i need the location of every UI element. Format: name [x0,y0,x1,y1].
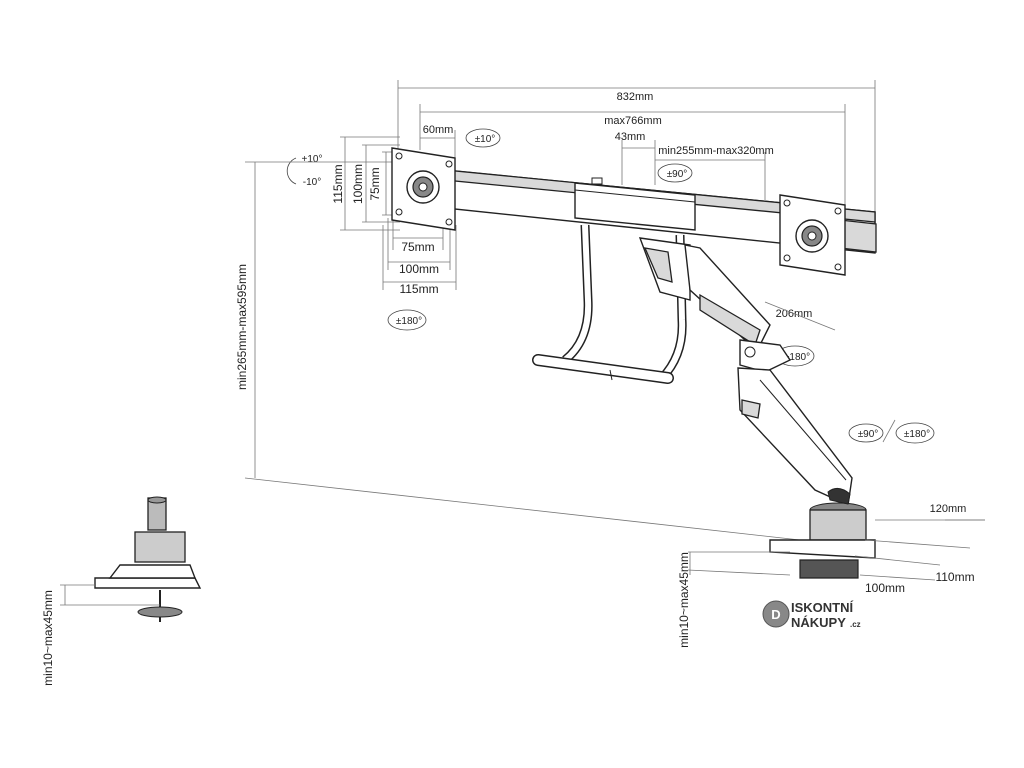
dim-desk-clamp-right: min10~max45mm [677,552,691,648]
dim-base-depth-120: 120mm [930,503,967,515]
svg-text:-10°: -10° [303,177,321,188]
dim-vesa-w-100: 100mm [399,262,439,276]
dim-center-offset: 43mm [615,131,646,143]
brand-logo: D ISKONTNÍ NÁKUPY .cz [762,600,861,630]
swivel-badge-bar: ±90° [657,163,693,183]
height-dimension-lines [244,161,801,541]
tilt-badge-top: ±10° [465,128,501,148]
handle-frame [532,224,687,384]
gas-spring-arm [638,237,853,507]
vesa-plate-left [391,147,456,231]
dimension-lines-top [397,80,876,215]
desk-clamp-left [60,496,202,622]
logo-line1: ISKONTNÍ [791,600,854,615]
dim-base-110: 110mm [935,570,974,584]
svg-text:±90°: ±90° [858,429,879,440]
dim-overall-width: 832mm [617,91,654,103]
dim-vesa-h-75: 75mm [368,167,382,200]
dim-vesa-h-115: 115mm [331,164,345,203]
dim-vesa-w-75: 75mm [401,240,434,254]
dim-vesa-w-115: 115mm [399,282,438,296]
base-dimension-lines [687,519,985,581]
dim-base-100: 100mm [865,581,905,595]
desk-base-right [769,488,876,579]
svg-text:±180°: ±180° [396,316,422,327]
reach-line [764,301,836,331]
vesa-plate-right [779,194,846,276]
svg-text:±10°: ±10° [475,134,496,145]
slash-divider [882,419,896,443]
logo-suffix: .cz [850,620,861,629]
dim-max-width: max766mm [604,115,661,127]
svg-text:±90°: ±90° [667,169,688,180]
crossbar [444,169,877,254]
dim-vesa-h-100: 100mm [351,164,365,204]
logo-mark: D [771,607,780,622]
tilt-badge-side: +10° -10° [286,154,323,188]
dim-height-range: min265mm-max595mm [235,264,249,390]
rotation-badge-base: ±180° [895,422,935,444]
dim-arm-width-range: min255mm-max320mm [658,145,774,157]
svg-text:+10°: +10° [302,154,323,165]
swivel-badge-base: ±90° [848,423,884,443]
svg-text:±180°: ±180° [904,429,930,440]
dim-vesa-offset: 60mm [423,124,454,136]
logo-line2: NÁKUPY [791,615,846,630]
dim-desk-clamp-left: min10~max45mm [41,590,55,686]
svg-text:±180°: ±180° [784,352,810,363]
rotation-badge-left: ±180° [387,309,427,331]
